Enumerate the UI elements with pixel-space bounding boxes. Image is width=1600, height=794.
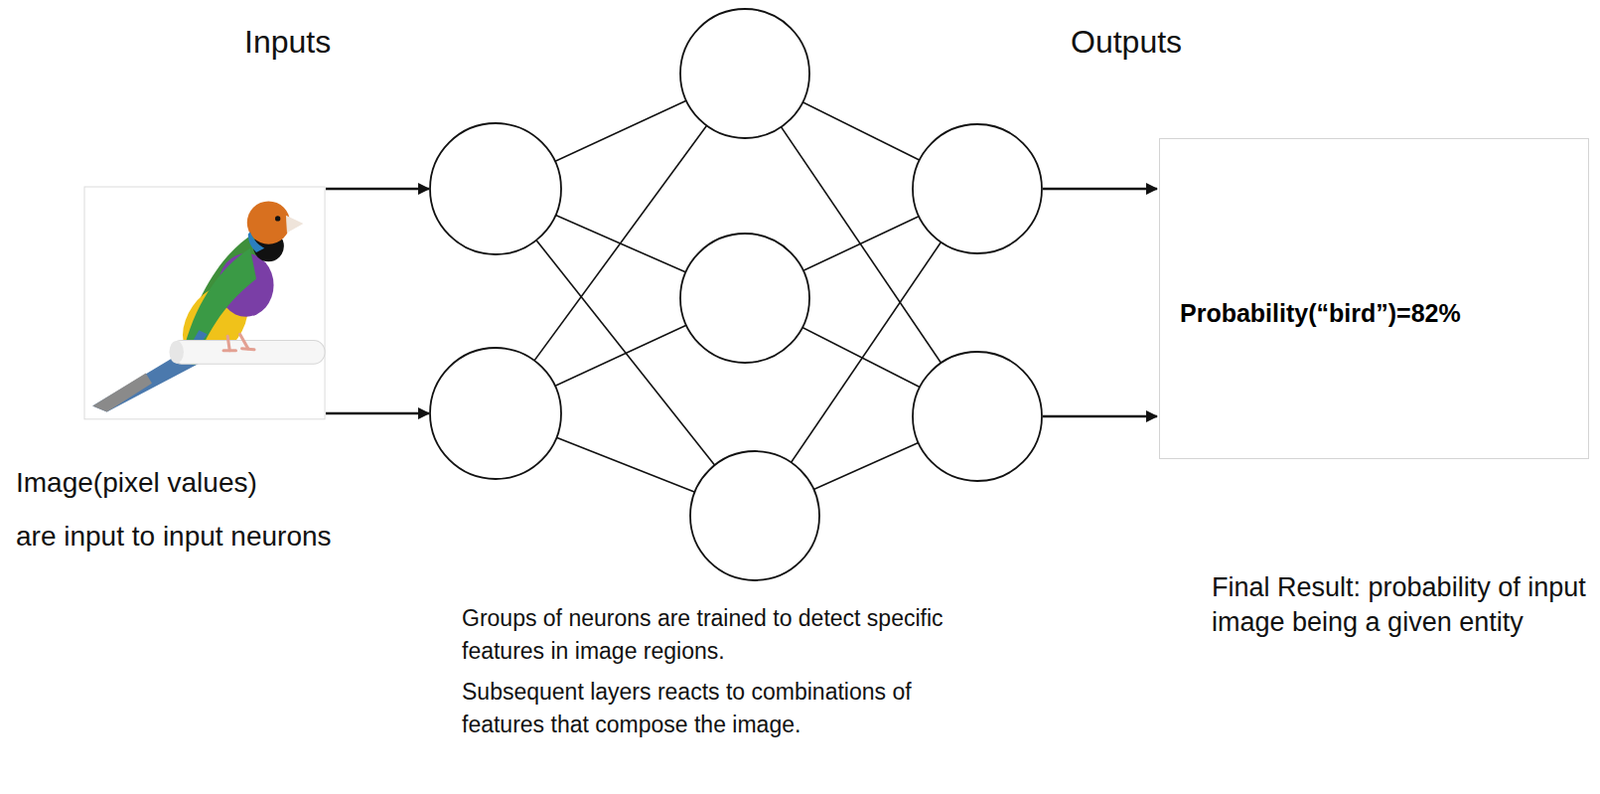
neuron-circles [430,8,1042,581]
hidden-note: Subsequent layers reacts to combinations… [461,675,944,742]
input-note: Image(pixel values) [15,464,334,501]
hidden-note: Groups of neurons are trained to detect … [461,601,1004,669]
layer-heading: Outputs [1070,21,1290,62]
bird-image [84,186,325,420]
layer-heading: Inputs [244,21,443,62]
result-text: Probability(“bird”)=82% [1179,298,1461,328]
flow-arrows [325,188,1158,417]
network-links [495,73,978,516]
output-box: Probability(“bird”)=82% [1159,138,1590,459]
output-note: Final Result: probability of input image… [1211,570,1590,640]
input-note: are input to input neurons [15,518,334,555]
